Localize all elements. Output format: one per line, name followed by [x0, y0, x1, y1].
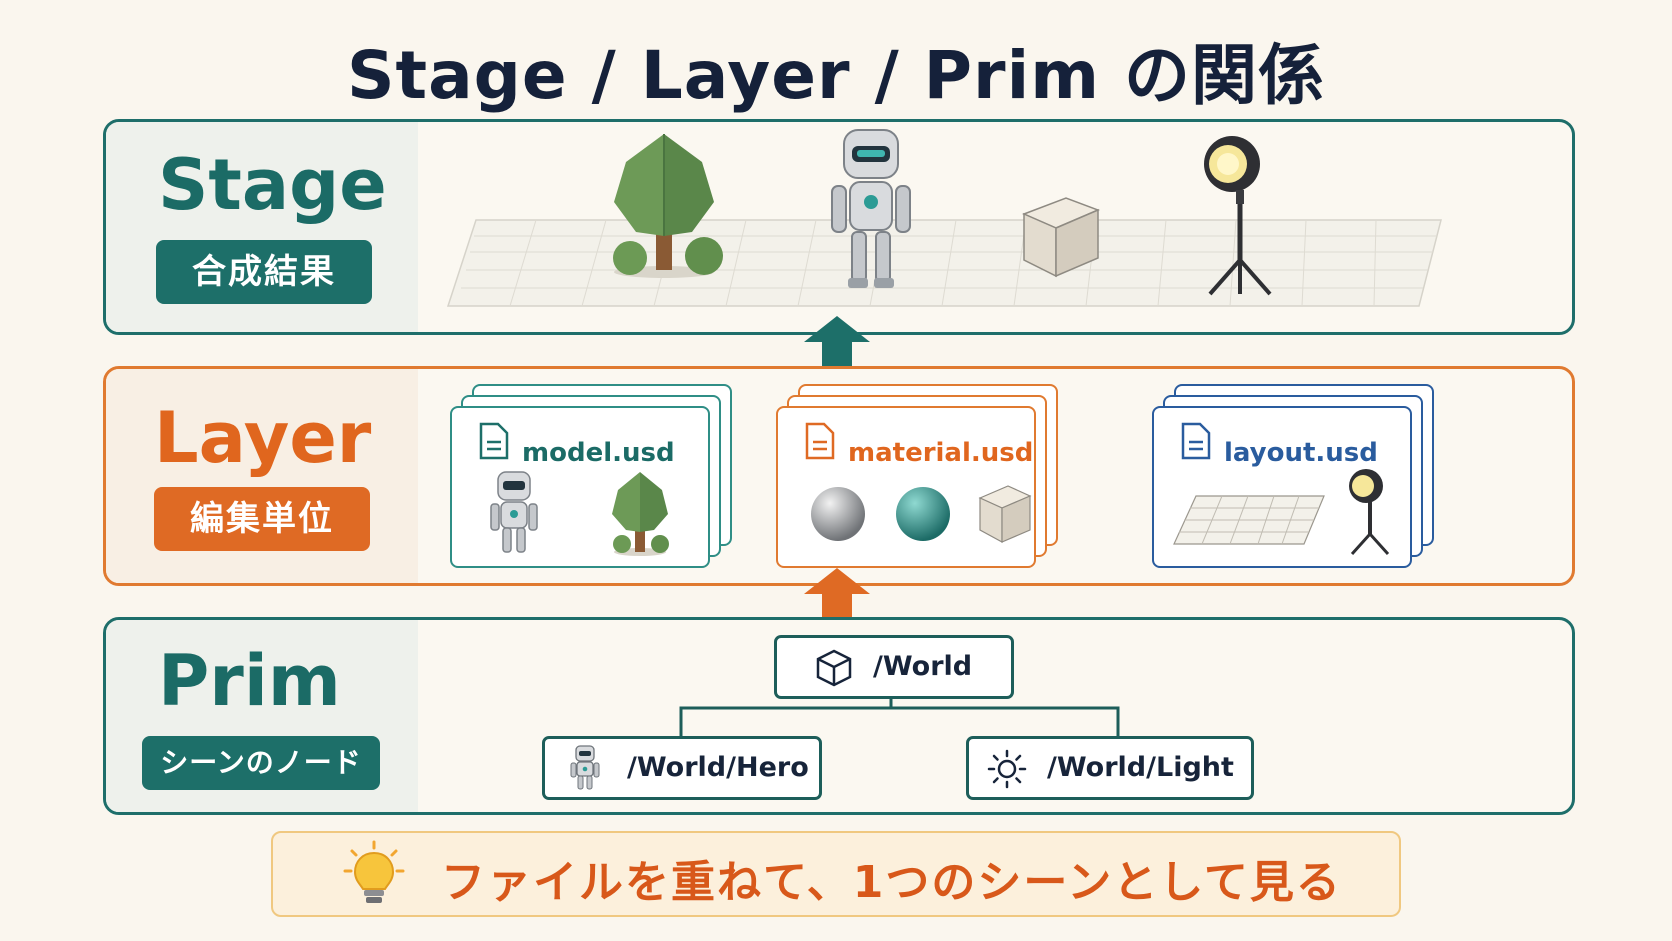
file-name-material: material.usd	[848, 438, 1034, 468]
prim-node-label: /World/Light	[1047, 752, 1234, 783]
layer-label: Layer	[154, 397, 372, 479]
file-name-model: model.usd	[522, 438, 675, 468]
prim-node-light[interactable]: /World/Light	[966, 736, 1254, 800]
prim-node-label: /World	[873, 651, 973, 682]
spotlight-icon	[1349, 469, 1390, 556]
arrow-up-icon	[804, 316, 870, 368]
layer-panel: Layer 編集単位 model.usd	[103, 366, 1575, 586]
prim-node-hero[interactable]: /World/Hero	[542, 736, 822, 800]
material-spheres-icon	[811, 485, 1032, 544]
stage-label: Stage	[158, 144, 387, 226]
page-title: Stage / Layer / Prim の関係	[347, 37, 1325, 114]
cube-outline-icon	[816, 649, 852, 687]
stage-panel: Stage 合成結果	[103, 119, 1575, 335]
robot-icon	[490, 471, 538, 553]
arrow-up-icon	[804, 568, 870, 620]
lightbulb-icon	[343, 840, 405, 903]
layer-badge: 編集単位	[154, 487, 370, 551]
prim-label: Prim	[158, 640, 341, 722]
prim-badge: シーンのノード	[142, 736, 380, 790]
prim-node-world[interactable]: /World	[774, 635, 1014, 699]
grid-floor-icon	[1173, 495, 1325, 545]
file-card-layout[interactable]: layout.usd	[1152, 406, 1412, 568]
tree-icon	[612, 472, 669, 556]
stage-badge: 合成結果	[156, 240, 372, 304]
robot-icon	[570, 745, 600, 790]
file-name-layout: layout.usd	[1224, 438, 1378, 468]
file-icon	[805, 422, 835, 460]
prim-panel: Prim シーンのノード /World /World/Hero	[103, 617, 1575, 815]
tree-icon	[613, 134, 723, 278]
robot-icon	[831, 129, 911, 288]
sun-icon	[987, 749, 1027, 789]
tip-text: ファイルを重ねて、1つのシーンとして見る	[441, 857, 1342, 908]
file-icon	[1181, 422, 1211, 460]
file-icon	[479, 422, 509, 460]
spotlight-icon	[1204, 136, 1272, 296]
file-card-model[interactable]: model.usd	[450, 406, 710, 568]
cube-icon	[1022, 197, 1101, 278]
prim-node-label: /World/Hero	[627, 752, 809, 783]
file-card-material[interactable]: material.usd	[776, 406, 1036, 568]
tip-banner: ファイルを重ねて、1つのシーンとして見る	[271, 831, 1401, 917]
